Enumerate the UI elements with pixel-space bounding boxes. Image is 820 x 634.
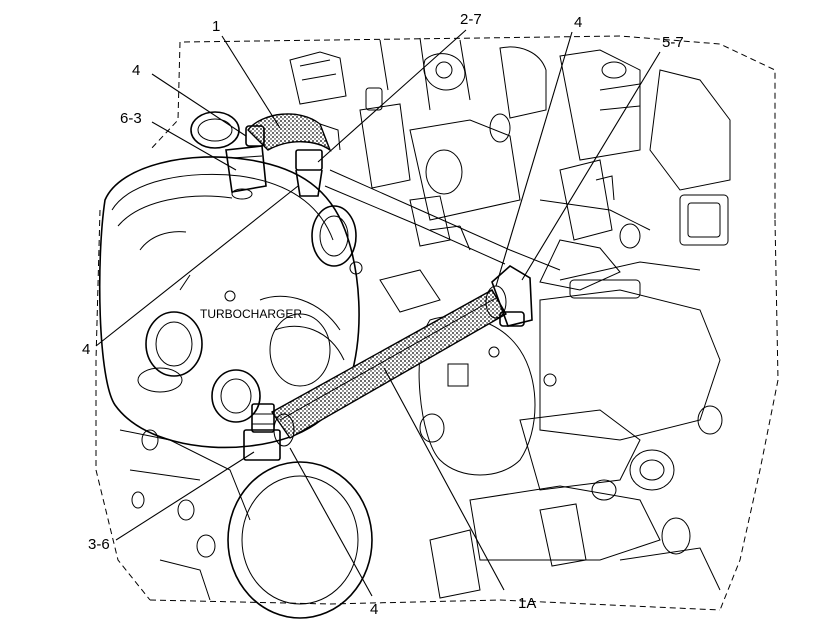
- leader-2-7: [317, 29, 467, 163]
- engine-lower-details: [418, 239, 723, 599]
- callout-3-6: 3-6: [88, 536, 110, 553]
- callout-2-7: 2-7: [460, 11, 482, 28]
- leader-6-3: [151, 121, 237, 171]
- leader-4-mid: [95, 185, 299, 347]
- leader-1a: [383, 367, 505, 591]
- callout-4-left: 4: [132, 62, 140, 79]
- leader-3-6: [115, 451, 255, 541]
- lower-left-pulley: [119, 429, 373, 619]
- callout-4-mid: 4: [82, 341, 90, 358]
- leader-4-left: [151, 73, 247, 137]
- callout-4-top: 4: [574, 14, 582, 31]
- leader-lines: [95, 29, 661, 597]
- callout-1a: 1A: [518, 595, 536, 612]
- leader-5-7: [521, 51, 661, 281]
- callout-labels: 1 2-7 4 5-7 4 6-3 4 3-6 4 1A TURBOCHARGE…: [82, 11, 684, 618]
- callout-1: 1: [212, 18, 220, 35]
- engine-block-outline: [95, 35, 779, 611]
- leader-1: [221, 35, 281, 129]
- cylinder-head-details: [289, 37, 731, 313]
- callout-4-bottom: 4: [370, 601, 378, 618]
- callout-6-3: 6-3: [120, 110, 142, 127]
- leader-4-bottom: [289, 447, 373, 597]
- turbocharger-label: TURBOCHARGER: [200, 307, 302, 321]
- lower-fitting: [243, 403, 295, 461]
- leader-4-top: [495, 31, 573, 287]
- oil-supply-hose: [270, 289, 507, 439]
- upper-oil-hose: [247, 113, 332, 152]
- callout-5-7: 5-7: [662, 34, 684, 51]
